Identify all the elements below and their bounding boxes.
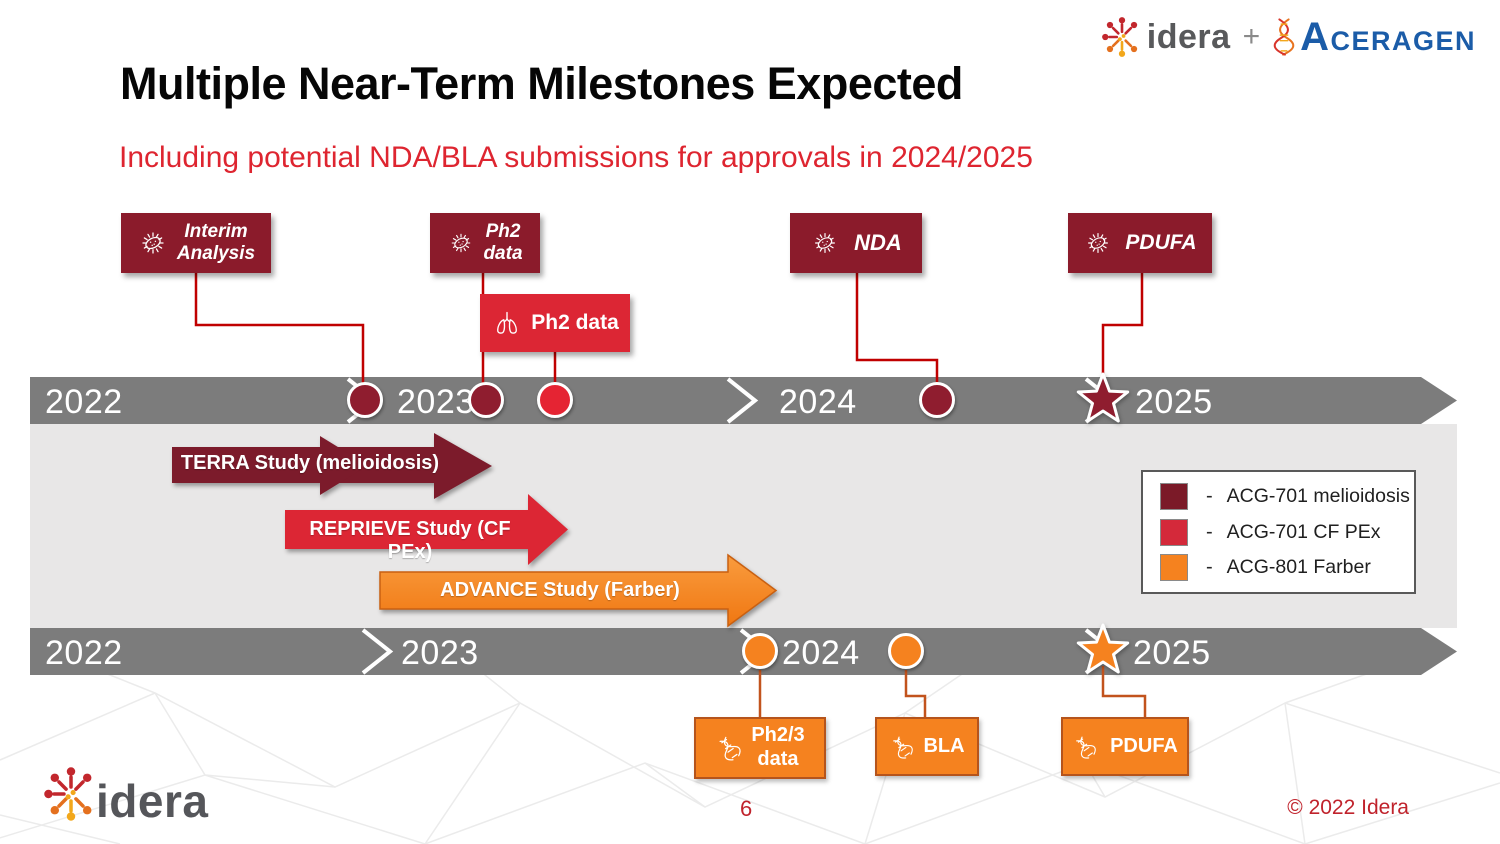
bottom-year-2024: 2024 xyxy=(782,634,860,672)
aceragen-logo-text: ACERAGEN xyxy=(1300,14,1476,59)
bacteria-icon xyxy=(452,233,471,253)
legend-swatch-orange xyxy=(1160,554,1188,582)
timeline-bar xyxy=(30,377,1457,424)
idera-footer-logo-text: idera xyxy=(96,775,209,827)
header-brand: idera + ACERAGEN xyxy=(1099,14,1476,60)
footer-brand: idera xyxy=(40,760,208,828)
legend-label: ACG-701 melioidosis xyxy=(1226,484,1410,507)
callout-label: Ph2 data xyxy=(531,311,619,334)
top-year-2022: 2022 xyxy=(45,383,123,421)
callout-label: Interim Analysis xyxy=(176,220,256,264)
star-marker-pdufa-top xyxy=(1076,372,1130,423)
legend: - ACG-701 melioidosis - ACG-701 CF PEx -… xyxy=(1141,470,1416,594)
terra-study-label: TERRA Study (melioidosis) xyxy=(180,452,440,474)
callout-label: BLA xyxy=(923,735,965,757)
callout-ph2-cf: Ph2 data xyxy=(480,294,630,352)
top-year-2024: 2024 xyxy=(779,383,857,421)
callout-label: PDUFA xyxy=(1110,735,1178,757)
page-subtitle: Including potential NDA/BLA submissions … xyxy=(119,141,1033,174)
advance-study-label: ADVANCE Study (Farber) xyxy=(440,579,680,601)
legend-item-farber: - ACG-801 Farber xyxy=(1160,554,1414,582)
top-year-2023: 2023 xyxy=(397,383,475,421)
callout-label: PDUFA xyxy=(1125,231,1197,254)
callout-nda: NDA xyxy=(790,213,922,273)
bottom-year-2023: 2023 xyxy=(401,634,479,672)
copyright-text: © 2022 Idera xyxy=(1287,796,1409,819)
bacteria-icon xyxy=(815,233,836,253)
milestone-dot-ph23 xyxy=(742,633,778,669)
star-marker-pdufa-bottom xyxy=(1076,623,1130,674)
aceragen-dna-icon xyxy=(1273,18,1295,56)
legend-item-cf-pex: - ACG-701 CF PEx xyxy=(1160,518,1414,546)
legend-label: ACG-801 Farber xyxy=(1226,556,1371,579)
idera-starburst-icon xyxy=(44,767,92,821)
callout-pdufa-bottom: PDUFA xyxy=(1061,717,1189,776)
milestone-dot-nda xyxy=(919,382,955,418)
chevron-separator xyxy=(726,377,759,424)
milestone-dot-bla xyxy=(888,633,924,669)
idera-starburst-icon xyxy=(1101,17,1137,57)
milestone-dot-ph2-melioidosis xyxy=(468,382,504,418)
legend-dash: - xyxy=(1206,520,1213,543)
bacteria-icon xyxy=(1088,233,1109,253)
dna-icon xyxy=(893,736,914,759)
callout-label: NDA xyxy=(854,230,902,255)
dna-icon xyxy=(1076,736,1096,759)
lungs-icon xyxy=(497,311,518,334)
page-title: Multiple Near-Term Milestones Expected xyxy=(120,58,963,109)
legend-swatch-dark-red xyxy=(1160,482,1188,510)
bottom-year-2025: 2025 xyxy=(1133,634,1211,672)
top-year-2025: 2025 xyxy=(1135,383,1213,421)
callout-ph2-melioidosis: Ph2 data xyxy=(430,213,540,273)
legend-dash: - xyxy=(1206,484,1213,507)
milestone-dot-ph2-cf xyxy=(537,382,573,418)
milestone-dot-interim xyxy=(347,382,383,418)
idera-logo-text: idera xyxy=(1146,17,1231,56)
connector-line xyxy=(194,272,1144,396)
legend-label: ACG-701 CF PEx xyxy=(1226,520,1381,543)
callout-label: Ph2/3 data xyxy=(751,724,805,770)
dna-icon xyxy=(719,736,741,761)
plus-sign: + xyxy=(1242,20,1261,53)
bottom-year-2022: 2022 xyxy=(45,634,123,672)
bacteria-icon xyxy=(142,232,164,254)
callout-ph23-data: Ph2/3 data xyxy=(694,717,826,779)
reprieve-study-label: REPRIEVE Study (CF PEx) xyxy=(309,518,511,563)
callout-bla: BLA xyxy=(875,717,979,776)
legend-dash: - xyxy=(1206,556,1213,579)
page-number: 6 xyxy=(740,796,753,821)
callout-pdufa-top: PDUFA xyxy=(1068,213,1212,273)
callout-label: Ph2 data xyxy=(483,220,523,264)
legend-item-melioidosis: - ACG-701 melioidosis xyxy=(1160,482,1414,510)
callout-interim-analysis: Interim Analysis xyxy=(121,213,271,273)
legend-swatch-red xyxy=(1160,518,1188,546)
